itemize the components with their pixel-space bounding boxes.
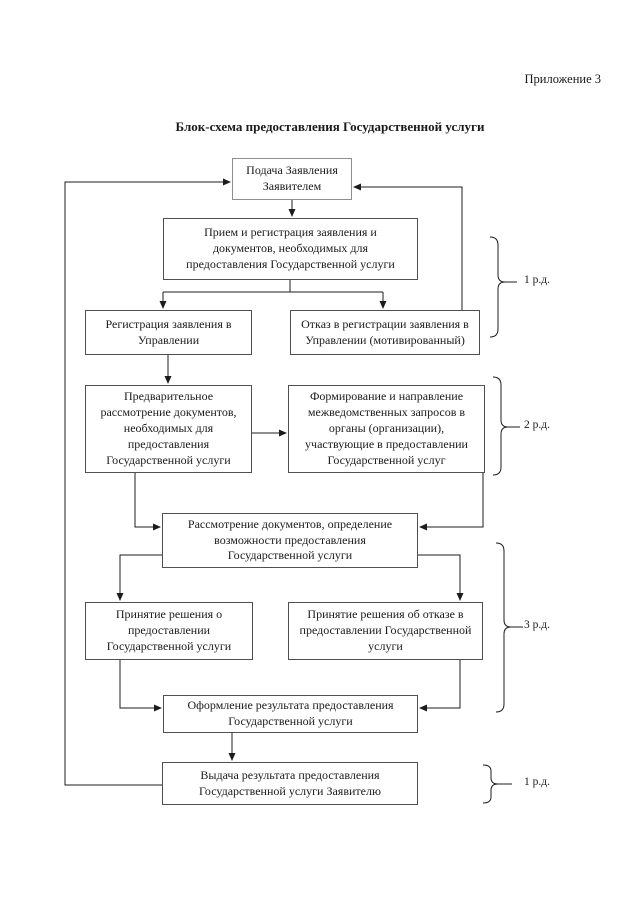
- node-formalize-result: Оформление результата предоставления Гос…: [163, 695, 418, 733]
- duration-label-2: 2 р.д.: [524, 419, 550, 431]
- page-title: Блок-схема предоставления Государственно…: [175, 119, 485, 134]
- node-label: Прием и регистрация заявления и документ…: [186, 225, 395, 271]
- connector-decision-refuse-to-formalize: [419, 660, 461, 712]
- connector-review-to-decision-grant: [116, 554, 162, 601]
- node-label: Формирование и направление межведомствен…: [305, 389, 468, 467]
- connector-preliminary-to-review: [134, 473, 161, 531]
- appendix-label: Приложение 3: [524, 72, 601, 86]
- connector-decision-grant-to-formalize: [119, 660, 162, 712]
- duration-label-3: 3 р.д.: [524, 619, 550, 631]
- node-registration-refusal: Отказ в регистрации заявления в Управлен…: [290, 310, 480, 355]
- node-label: Выдача результата предоставления Государ…: [199, 767, 381, 798]
- node-interagency-requests: Формирование и направление межведомствен…: [288, 385, 485, 473]
- node-label: Рассмотрение документов, определение воз…: [187, 516, 393, 563]
- node-decision-grant: Принятие решения о предоставлении Госуда…: [85, 602, 253, 660]
- duration-label-4: 1 р.д.: [524, 776, 550, 788]
- duration-brace-1: [489, 236, 517, 338]
- node-registration: Регистрация заявления в Управлении: [85, 310, 252, 355]
- node-label: Регистрация заявления в Управлении: [105, 316, 232, 347]
- node-decision-refuse: Принятие решения об отказе в предоставле…: [288, 602, 483, 660]
- duration-brace-4: [482, 764, 512, 804]
- node-preliminary-review: Предварительное рассмотрение документов,…: [85, 385, 252, 473]
- connector-refuse-registration-loop-to-submit: [353, 183, 463, 310]
- node-label: Принятие решения о предоставлении Госуда…: [106, 607, 232, 653]
- node-submit-application: Подача Заявления Заявителем: [232, 158, 352, 200]
- node-documents-review: Рассмотрение документов, определение воз…: [162, 513, 418, 568]
- node-receive-and-register: Прием и регистрация заявления и документ…: [163, 218, 418, 280]
- node-label: Оформление результата предоставления Гос…: [187, 698, 394, 728]
- duration-label-1: 1 р.д.: [524, 274, 550, 286]
- connector-issue-loop-to-submit: [64, 178, 231, 786]
- duration-brace-2: [492, 376, 520, 476]
- node-label: Отказ в регистрации заявления в Управлен…: [301, 316, 469, 347]
- duration-brace-3: [495, 542, 523, 713]
- connector-review-to-decision-refuse: [418, 554, 464, 601]
- node-label: Принятие решения об отказе в предоставле…: [299, 607, 472, 653]
- node-label: Подача Заявления Заявителем: [246, 163, 338, 193]
- connector-interagency-to-review: [419, 473, 484, 531]
- node-issue-result: Выдача результата предоставления Государ…: [162, 762, 418, 805]
- node-label: Предварительное рассмотрение документов,…: [100, 389, 237, 467]
